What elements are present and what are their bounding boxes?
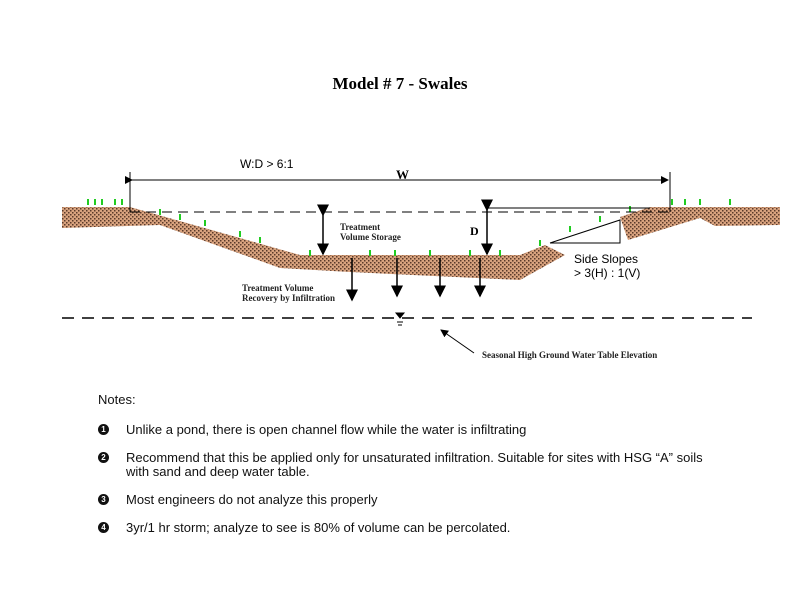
water-table-symbol [394, 312, 406, 326]
side-slopes-label: Side Slopes> 3(H) : 1(V) [574, 252, 641, 280]
page-title: Model # 7 - Swales [332, 74, 468, 93]
grass-icons [87, 199, 731, 256]
notes-heading: Notes: [98, 392, 136, 407]
depth-label: D [470, 224, 479, 238]
numbered-bullet-icon: 2 [98, 452, 109, 463]
soil-right-bank [620, 207, 780, 240]
soil-main [62, 207, 565, 280]
width-label: W [396, 167, 409, 182]
ratio-label: W:D > 6:1 [240, 157, 294, 171]
water-table-label: Seasonal High Ground Water Table Elevati… [482, 350, 658, 360]
slope-triangle [549, 219, 621, 244]
infiltration-arrows [346, 258, 486, 302]
numbered-bullet-icon: 4 [98, 522, 109, 533]
numbered-bullet-icon: 3 [98, 494, 109, 505]
numbered-bullet-icon: 1 [98, 424, 109, 435]
water-table-leader [440, 329, 475, 354]
